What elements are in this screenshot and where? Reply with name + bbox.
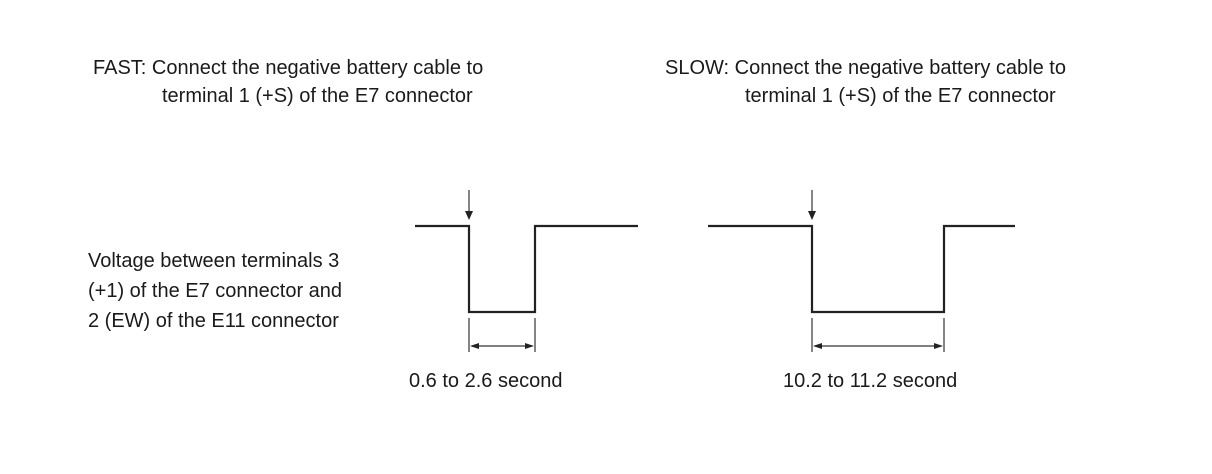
fast-duration-dimension — [468, 318, 536, 352]
fast-duration-label: 0.6 to 2.6 second — [409, 370, 563, 392]
slow-trigger-arrow — [808, 190, 816, 220]
slow-duration-dimension — [811, 318, 945, 352]
fast-trigger-arrow — [465, 190, 473, 220]
slow-pulse-line — [708, 224, 1015, 314]
slow-condition-detail: terminal 1 (+S) of the E7 connector — [745, 85, 1056, 107]
fast-condition-heading: FAST: Connect the negative battery cable… — [93, 57, 484, 79]
slow-condition-heading: SLOW: Connect the negative battery cable… — [665, 57, 1066, 79]
voltage-label-line-2: (+1) of the E7 connector and — [88, 280, 343, 302]
slow-duration-label: 10.2 to 11.2 second — [783, 370, 958, 392]
voltage-label-line-3: 2 (EW) of the E11 connector — [88, 310, 339, 332]
fast-waveform — [415, 190, 638, 352]
voltage-label-line-1: Voltage between terminals 3 — [88, 250, 340, 272]
slow-waveform — [708, 190, 1015, 352]
fast-pulse-line — [415, 224, 638, 314]
voltage-measurement-label: Voltage between terminals 3 (+1) of the … — [88, 246, 342, 336]
fast-condition-detail: terminal 1 (+S) of the E7 connector — [162, 85, 473, 107]
